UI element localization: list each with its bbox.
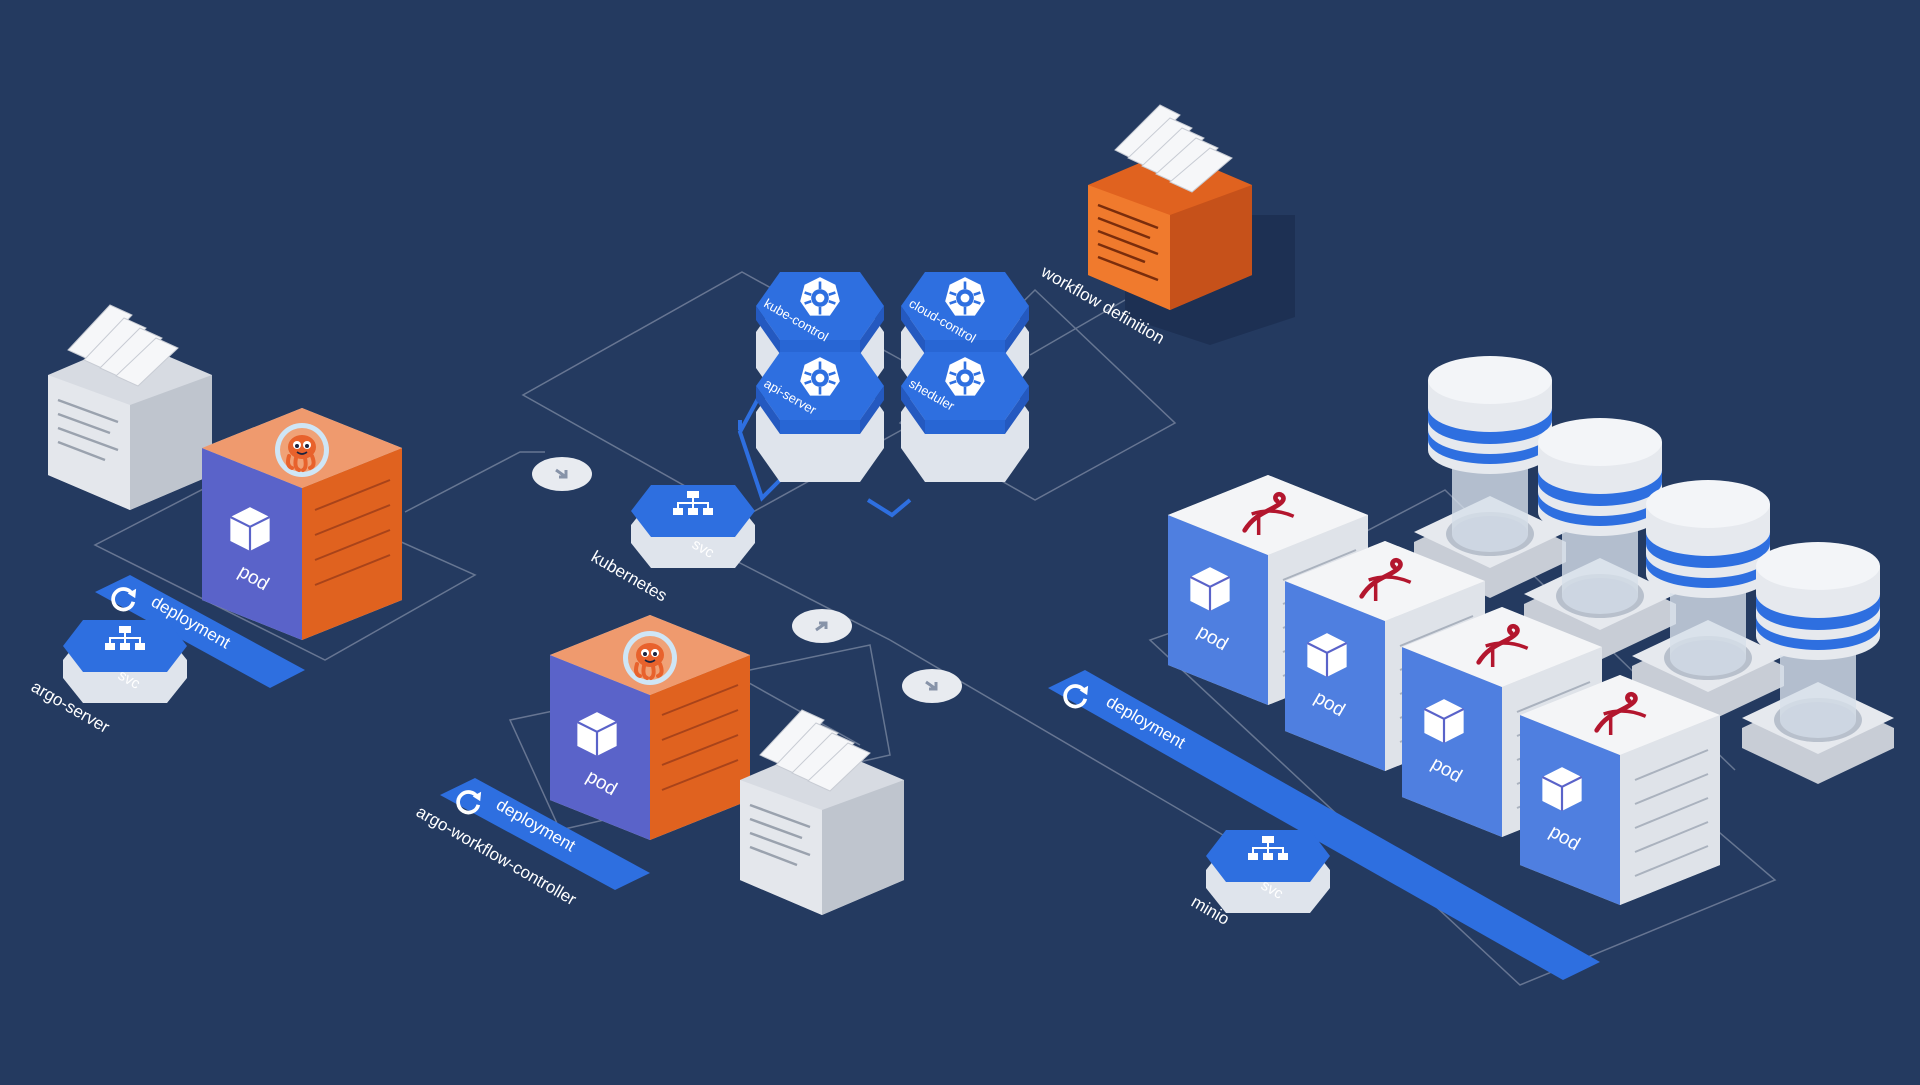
connector-workflow-definition — [1029, 299, 1126, 356]
connector-argo-server — [404, 451, 545, 513]
arrow-badge-2 — [792, 609, 852, 643]
api-link-left — [737, 394, 782, 502]
argo-server-svc: svc — [63, 620, 187, 703]
workflow-controller-group: pod deployment argo-workflow-controller — [413, 615, 904, 915]
k8s-component-sheduler: sheduler — [901, 352, 1029, 482]
minio-storage-node — [1742, 542, 1894, 784]
workflow-controller-storage — [740, 709, 904, 915]
argo-octopus-icon — [273, 421, 331, 479]
kubernetes-floor-outline — [521, 271, 967, 519]
minio-pod: pod — [1520, 675, 1720, 905]
argo-server-pod: pod — [202, 408, 402, 640]
argo-server-storage — [48, 304, 212, 510]
workflow-controller-pod: pod — [550, 615, 750, 840]
minio-svc: svc — [1206, 830, 1330, 913]
minio-storage-node — [1414, 356, 1566, 598]
api-link-bottom — [866, 498, 912, 518]
workflow-definition: workflow definition — [1037, 104, 1295, 348]
minio-storage-stack — [1414, 356, 1894, 784]
kubernetes-svc: svc — [631, 485, 755, 568]
k8s-component-api-server: api-server — [756, 352, 884, 482]
api-links — [737, 394, 912, 518]
argo-octopus-icon — [621, 629, 679, 687]
argo-server-group: pod deployment svc argo-server — [28, 304, 402, 737]
arrow-badge-3 — [902, 669, 962, 703]
arrow-badge-1 — [532, 457, 592, 491]
